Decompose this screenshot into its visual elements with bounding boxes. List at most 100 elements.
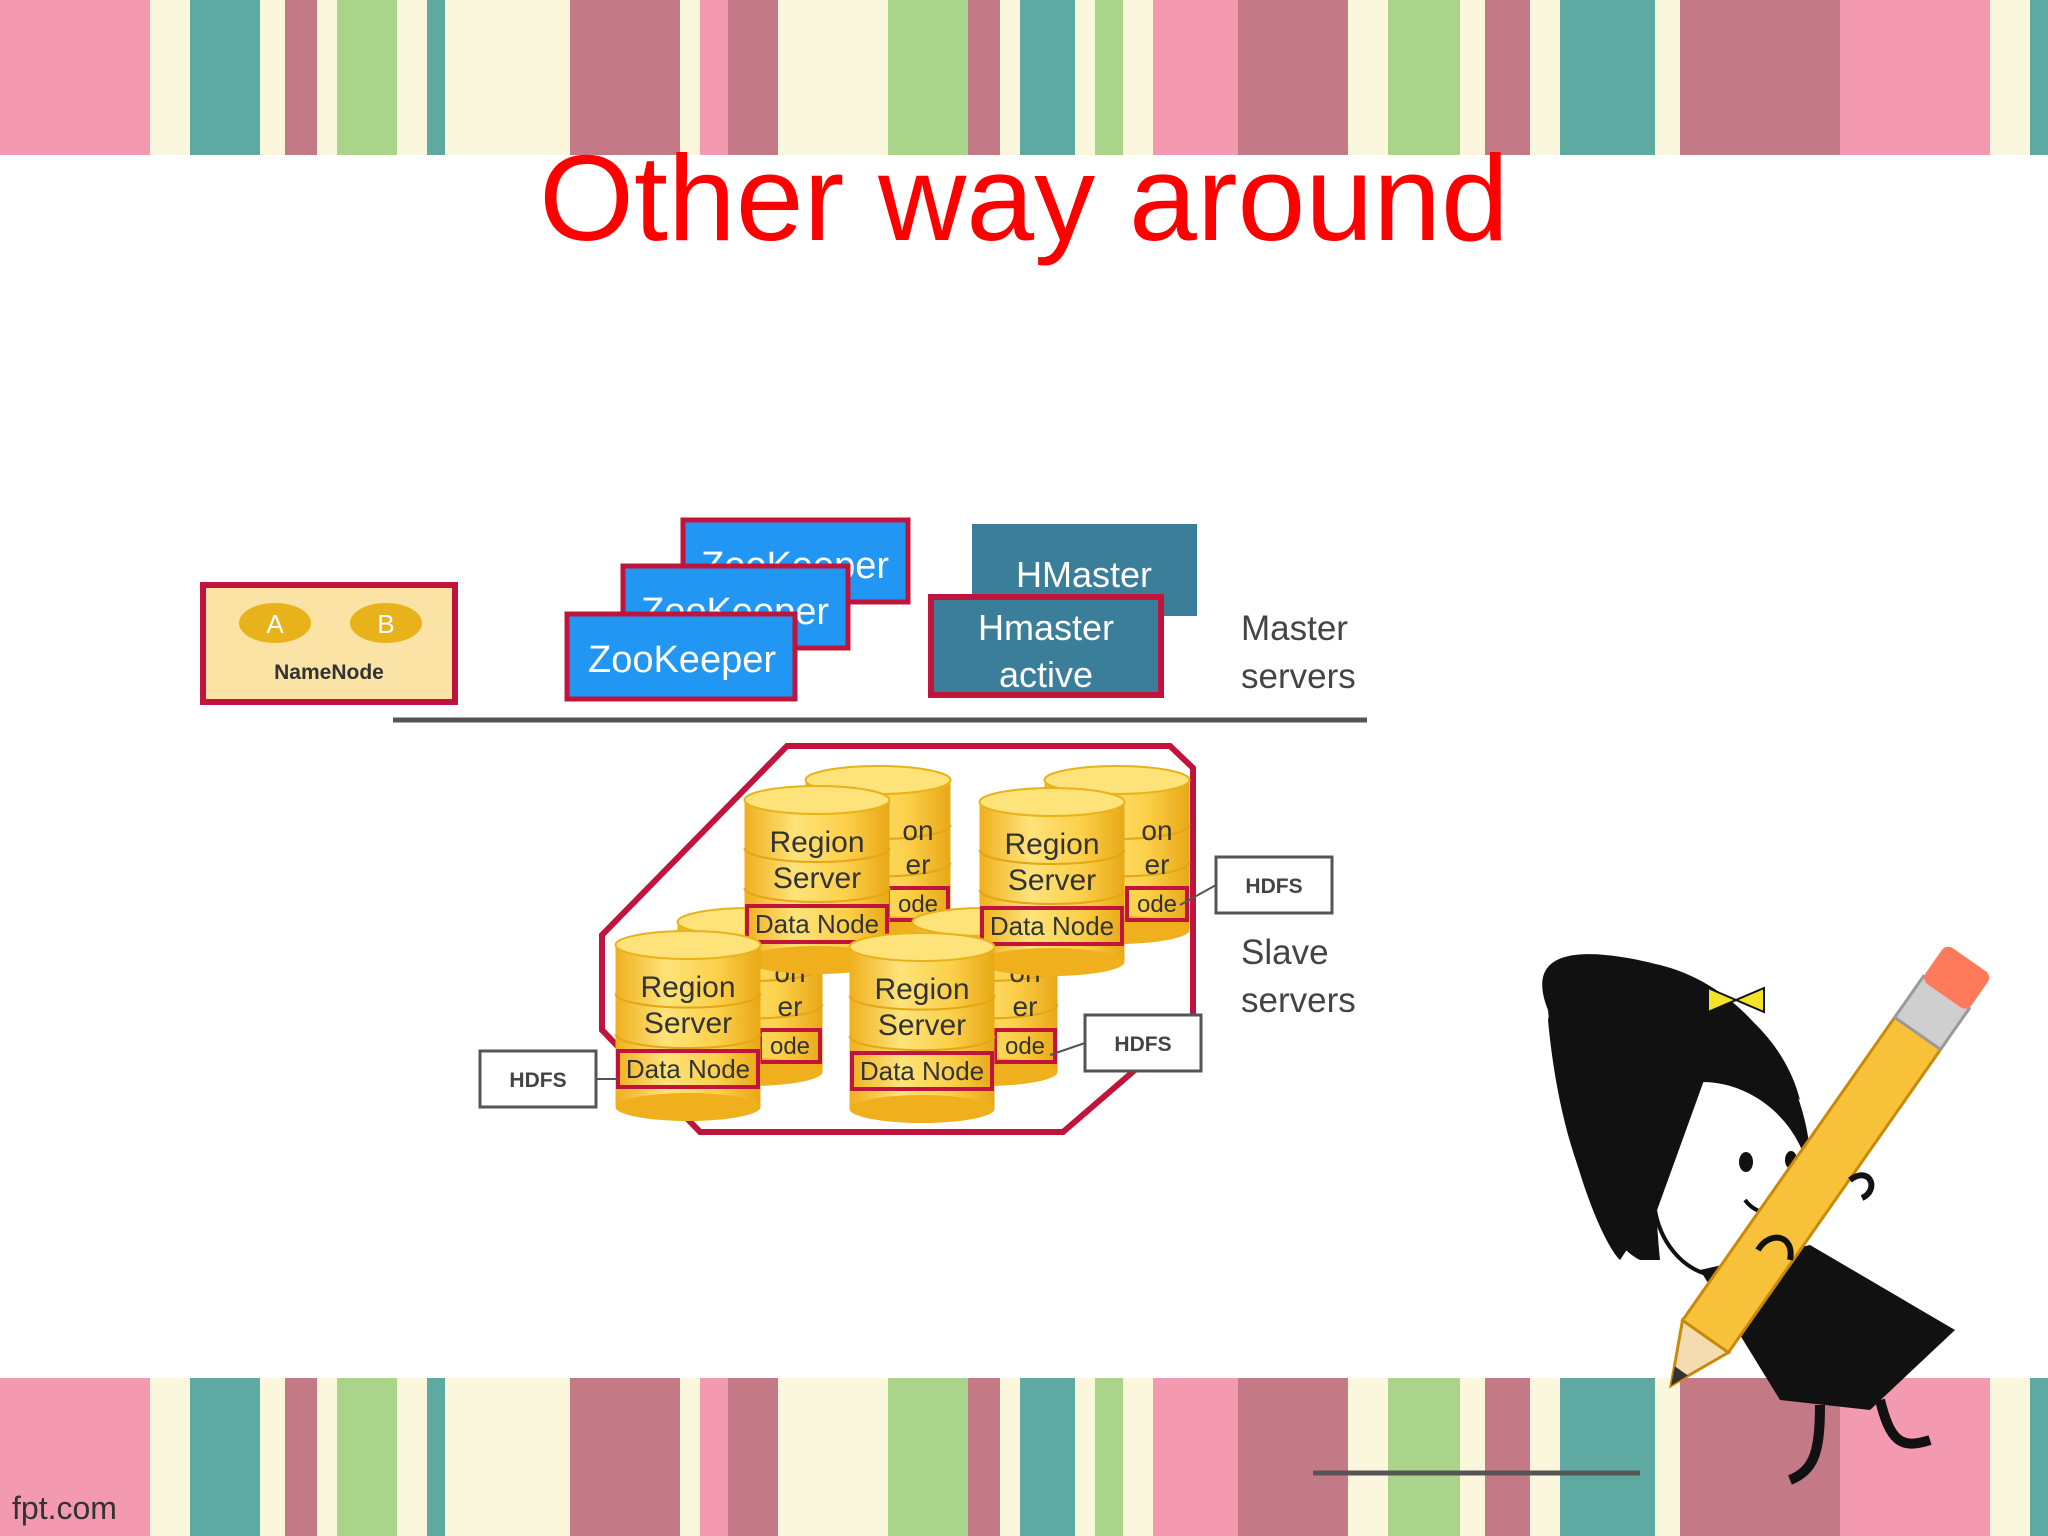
top-stripes-graphic (0, 0, 2048, 155)
region-server-4-band-0 (848, 995, 996, 1011)
hdfs-tag-bottom-right: HDFS (1049, 1013, 1203, 1073)
hdfs-tag-bottom-right-pointer (1049, 1042, 1086, 1056)
stripe (190, 0, 260, 155)
slave-servers-label-line2: servers (1241, 981, 1356, 1020)
pencil-lead (1671, 1366, 1688, 1386)
stripe (1990, 0, 2030, 155)
region-server-1-body (744, 800, 890, 960)
stripe (1075, 1378, 1095, 1536)
stripe (1020, 1378, 1075, 1536)
master-servers-label-line2: servers (1241, 657, 1356, 696)
region-server-2-body (979, 802, 1125, 962)
slave-cluster-frame (599, 743, 1196, 1135)
stripe (1530, 1378, 1560, 1536)
region-server-1-title-line1: Region (769, 826, 864, 859)
region-server-3-band-1 (614, 1033, 762, 1050)
stripe (150, 1378, 190, 1536)
stripe (700, 0, 728, 155)
region-server-back-4-fragment-2: er (1013, 991, 1038, 1022)
region-server-2-top (978, 787, 1126, 817)
hmaster-active-label-line2: active (999, 654, 1093, 695)
stripe (1560, 0, 1655, 155)
stripe (397, 1378, 427, 1536)
hmaster-active-label-line1: Hmaster (978, 607, 1114, 648)
zookeeper-box-front (564, 611, 798, 702)
stripe (728, 1378, 778, 1536)
region-server-1-top (743, 785, 891, 815)
region-server-3-data-node-box (616, 1049, 760, 1089)
stripe (260, 0, 285, 155)
region-server-2-title-line2: Server (1008, 864, 1096, 897)
master-servers-label-line1: Master (1241, 609, 1348, 648)
region-server-back-1-fragment-1: on (902, 815, 933, 846)
stripe (1655, 1378, 1680, 1536)
region-server-back-3-fragment-3: ode (770, 1033, 810, 1060)
stripe (285, 1378, 317, 1536)
region-server-3-top (614, 930, 762, 960)
region-server-1-data-node-label: Data Node (755, 909, 879, 939)
hdfs-tag-left-label: HDFS (509, 1069, 566, 1092)
bottom-stripes-graphic (0, 1378, 2048, 1536)
stripe (2030, 1378, 2048, 1536)
namenode-node-a-label: A (266, 609, 284, 639)
region-server-back-2-fragment-1: on (1141, 815, 1172, 846)
region-server-3-base (615, 1093, 761, 1121)
hmaster-group: HMaster Hmaster active (928, 524, 1197, 698)
hair-bow-left (1707, 986, 1739, 1014)
stripe (778, 1378, 888, 1536)
bottom-stripe-band (0, 1378, 2048, 1536)
region-server-back-1-fragment-2: er (906, 849, 931, 880)
slide-title: Other way around (539, 130, 1509, 266)
stripe (1388, 0, 1460, 155)
region-server-2-band-0 (978, 849, 1126, 865)
region-server-3-title-line2: Server (644, 1007, 732, 1040)
stripe (190, 1378, 260, 1536)
pencil-eraser (1924, 946, 1990, 1009)
region-server-4-title-line2: Server (878, 1009, 966, 1042)
region-server-1-band-0 (743, 847, 891, 863)
stripe (570, 1378, 680, 1536)
hmaster-active-box (928, 594, 1164, 698)
region-server-2-title-line1: Region (1004, 828, 1099, 861)
namenode-node-a (239, 603, 311, 643)
stripe (397, 0, 427, 155)
region-server-3-title-line1: Region (640, 971, 735, 1004)
stripe (728, 0, 778, 155)
stripe (337, 0, 397, 155)
stripe (1095, 0, 1123, 155)
region-server-3-data-node-label: Data Node (626, 1054, 750, 1084)
slave-servers-label-line1: Slave (1241, 933, 1329, 972)
region-server-2-data-node-label: Data Node (990, 911, 1114, 941)
stripe (1123, 1378, 1153, 1536)
pencil (1668, 946, 1990, 1389)
girl-bangs (1548, 967, 1800, 1260)
hair-bow-right (1733, 986, 1765, 1014)
stripe (1075, 0, 1095, 155)
hmaster-standby-label: HMaster (1016, 554, 1152, 595)
stripe (700, 1378, 728, 1536)
girl-leg-right (1875, 1398, 1932, 1449)
stripe (317, 0, 337, 155)
region-server-1-band-1 (743, 887, 891, 903)
hdfs-tag-right-pointer (1179, 884, 1217, 906)
stripe (1020, 0, 1075, 155)
stripe (0, 0, 150, 155)
stripe (570, 0, 680, 155)
region-server-back-4-fragment-3: ode (1005, 1033, 1045, 1060)
stripe (427, 0, 445, 155)
hdfs-tag-left: HDFS (478, 1049, 618, 1109)
region-server-back-2-fragment-box (1125, 886, 1189, 922)
stripe (888, 0, 968, 155)
girl-eye-left (1739, 1152, 1753, 1172)
stripe (1238, 0, 1348, 155)
stripe (778, 0, 888, 155)
stripe (1123, 0, 1153, 155)
stripe (1238, 1378, 1348, 1536)
stripe (1153, 0, 1238, 155)
namenode-node-b-label: B (377, 609, 394, 639)
girl-hand-lower (1848, 1172, 1875, 1201)
stripe (1485, 0, 1530, 155)
stripe (1000, 1378, 1020, 1536)
